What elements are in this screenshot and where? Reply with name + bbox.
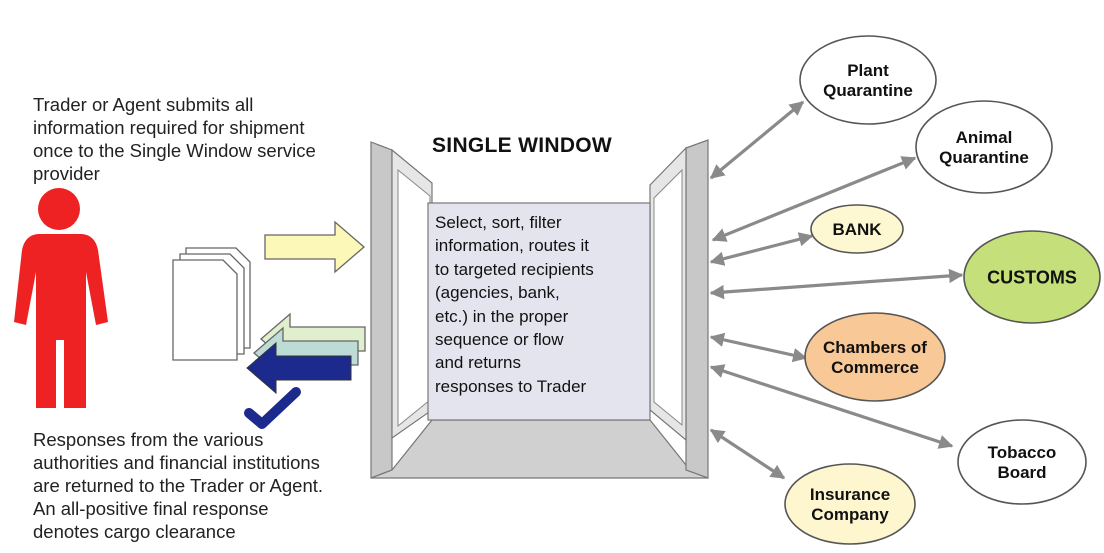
diagram-title: SINGLE WINDOW [432, 134, 613, 157]
recipient-label: BANK [832, 220, 882, 239]
submit-line: Trader or Agent submits all [33, 94, 254, 115]
window-line: etc.) in the proper [435, 306, 569, 326]
recipient-label: Board [997, 463, 1046, 482]
submit-line: provider [33, 163, 100, 184]
return-arrow-3 [246, 341, 352, 395]
recipient-label: Commerce [831, 358, 919, 377]
submit-description: Trader or Agent submits all information … [33, 93, 353, 185]
recipient-ellipse [957, 419, 1087, 505]
window-line: Select, sort, filter [435, 213, 562, 232]
submit-line: information required for shipment [33, 117, 305, 138]
connector-arrows [709, 100, 964, 480]
response-line: An all-positive final response [33, 498, 269, 519]
recipient-label: Tobacco [988, 443, 1057, 462]
link-animal-quarantine [711, 156, 917, 242]
window-line: information, routes it [435, 236, 590, 256]
response-line: Responses from the various [33, 429, 264, 450]
recipient-ellipse [915, 100, 1053, 194]
recipient-ellipse [799, 35, 937, 125]
recipient-nodes: PlantQuarantineAnimalQuarantineBANKCUSTO… [784, 35, 1101, 545]
link-tobacco [709, 364, 954, 449]
response-line: authorities and financial institutions [33, 452, 320, 473]
window-line: (agencies, bank, [435, 283, 560, 303]
person-icon [14, 188, 108, 408]
recipient-label: Animal [956, 128, 1013, 147]
recipient-label: Plant [847, 61, 889, 80]
checkmark-icon [244, 387, 301, 429]
recipient-label: Quarantine [823, 81, 913, 100]
window-line: sequence or flow [435, 330, 564, 350]
recipient-ellipse [804, 312, 946, 402]
window-panel [427, 202, 651, 421]
recipient-ellipse [963, 230, 1101, 324]
window-frame [370, 139, 709, 479]
window-line: and returns [435, 353, 521, 373]
submit-line: once to the Single Window service [33, 140, 316, 161]
link-customs [709, 268, 964, 300]
recipient-label: Quarantine [939, 148, 1029, 167]
recipient-ellipse [784, 463, 916, 545]
window-description: Select, sort, filter information, routes… [435, 211, 647, 398]
response-line: denotes cargo clearance [33, 521, 236, 542]
window-line: to targeted recipients [435, 259, 594, 279]
link-bank [709, 232, 814, 266]
response-line: are returned to the Trader or Agent. [33, 475, 324, 496]
submit-arrow [264, 220, 365, 274]
recipient-label: Company [811, 505, 889, 524]
link-chambers [709, 332, 808, 363]
link-plant-quarantine [709, 100, 805, 180]
recipient-label: CUSTOMS [987, 267, 1077, 287]
window-line: responses to Trader [435, 376, 587, 396]
recipient-bank: BANK [810, 204, 904, 254]
recipient-customs: CUSTOMS [963, 230, 1101, 324]
recipient-label: Insurance [810, 485, 890, 504]
recipient-ellipse [810, 204, 904, 254]
documents-icon [172, 247, 251, 361]
link-insurance [709, 428, 786, 480]
recipient-label: Chambers of [823, 338, 927, 357]
response-description: Responses from the various authorities a… [33, 428, 373, 543]
